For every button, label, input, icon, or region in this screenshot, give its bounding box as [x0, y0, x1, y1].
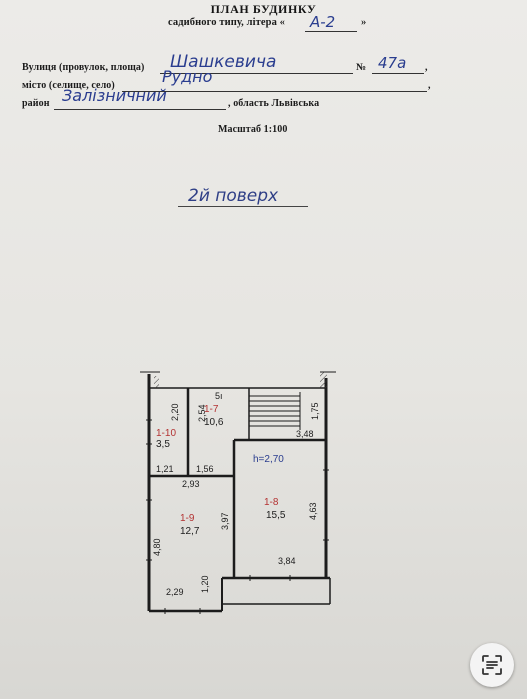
room-1-8-id: 1-8	[264, 497, 279, 508]
dim-348: 3,48	[296, 429, 314, 439]
city-value: Рудно	[162, 67, 213, 86]
subtitle: садибного типу, літера «	[168, 17, 285, 28]
dim-121: 1,21	[156, 464, 174, 474]
floor-underline	[178, 206, 308, 207]
comma: ,	[425, 62, 428, 73]
room-1-10-id: 1-10	[156, 428, 176, 439]
district-value: Залізничний	[62, 86, 167, 105]
region-text: , область Львівська	[228, 98, 320, 109]
city-underline	[122, 91, 427, 92]
scan-text-button[interactable]	[470, 643, 514, 687]
room-1-8-area: 15,5	[266, 510, 286, 521]
windows	[146, 419, 329, 614]
room-1-10-area: 3,5	[156, 439, 170, 450]
ceiling-height: h=2,70	[253, 454, 284, 465]
dim-175: 1,75	[310, 402, 320, 420]
district-label: район	[22, 98, 50, 109]
district-underline	[54, 109, 226, 110]
dim-120: 1,20	[200, 575, 210, 593]
stair-mark: 5ı	[215, 391, 223, 401]
floor-label: 2й поверх	[188, 186, 279, 206]
subtitle-prefix: садибного типу, літера «	[168, 17, 286, 28]
dim-220: 2,20	[170, 403, 180, 421]
scan-text-icon	[482, 655, 502, 675]
building-letter: А-2	[310, 13, 336, 31]
stairs	[249, 392, 301, 430]
dim-384: 3,84	[278, 556, 296, 566]
subtitle-suffix: »	[361, 17, 367, 28]
street-underline	[160, 73, 353, 74]
room-1-9-id: 1-9	[180, 513, 195, 524]
plan-title: ПЛАН БУДИНКУ	[0, 2, 527, 17]
number-value: 47а	[378, 54, 407, 72]
dim-156: 1,56	[196, 464, 214, 474]
dim-463: 4,63	[308, 502, 318, 520]
dim-229: 2,29	[166, 587, 184, 597]
room-1-7-id: 1-7	[204, 404, 219, 415]
scale-label: Масштаб 1:100	[218, 124, 288, 135]
letter-underline	[305, 31, 357, 32]
street-value: Шашкевича	[170, 52, 277, 72]
street-label: Вулиця (провулок, площа)	[22, 62, 145, 73]
number-underline	[372, 73, 424, 74]
dim-480: 4,80	[152, 538, 162, 556]
hatch-left	[154, 376, 159, 388]
comma-2: ,	[428, 80, 431, 91]
number-label: №	[356, 62, 367, 73]
dim-397: 3,97	[220, 512, 230, 530]
plan-title-text: ПЛАН БУДИНКУ	[210, 2, 317, 16]
dim-254: 2,54	[197, 404, 207, 422]
city-label: місто (селище, село)	[22, 80, 115, 91]
room-1-7-area: 10,6	[204, 417, 224, 428]
room-1-9-area: 12,7	[180, 526, 200, 537]
hatch-right	[320, 372, 327, 388]
dim-293: 2,93	[182, 479, 200, 489]
